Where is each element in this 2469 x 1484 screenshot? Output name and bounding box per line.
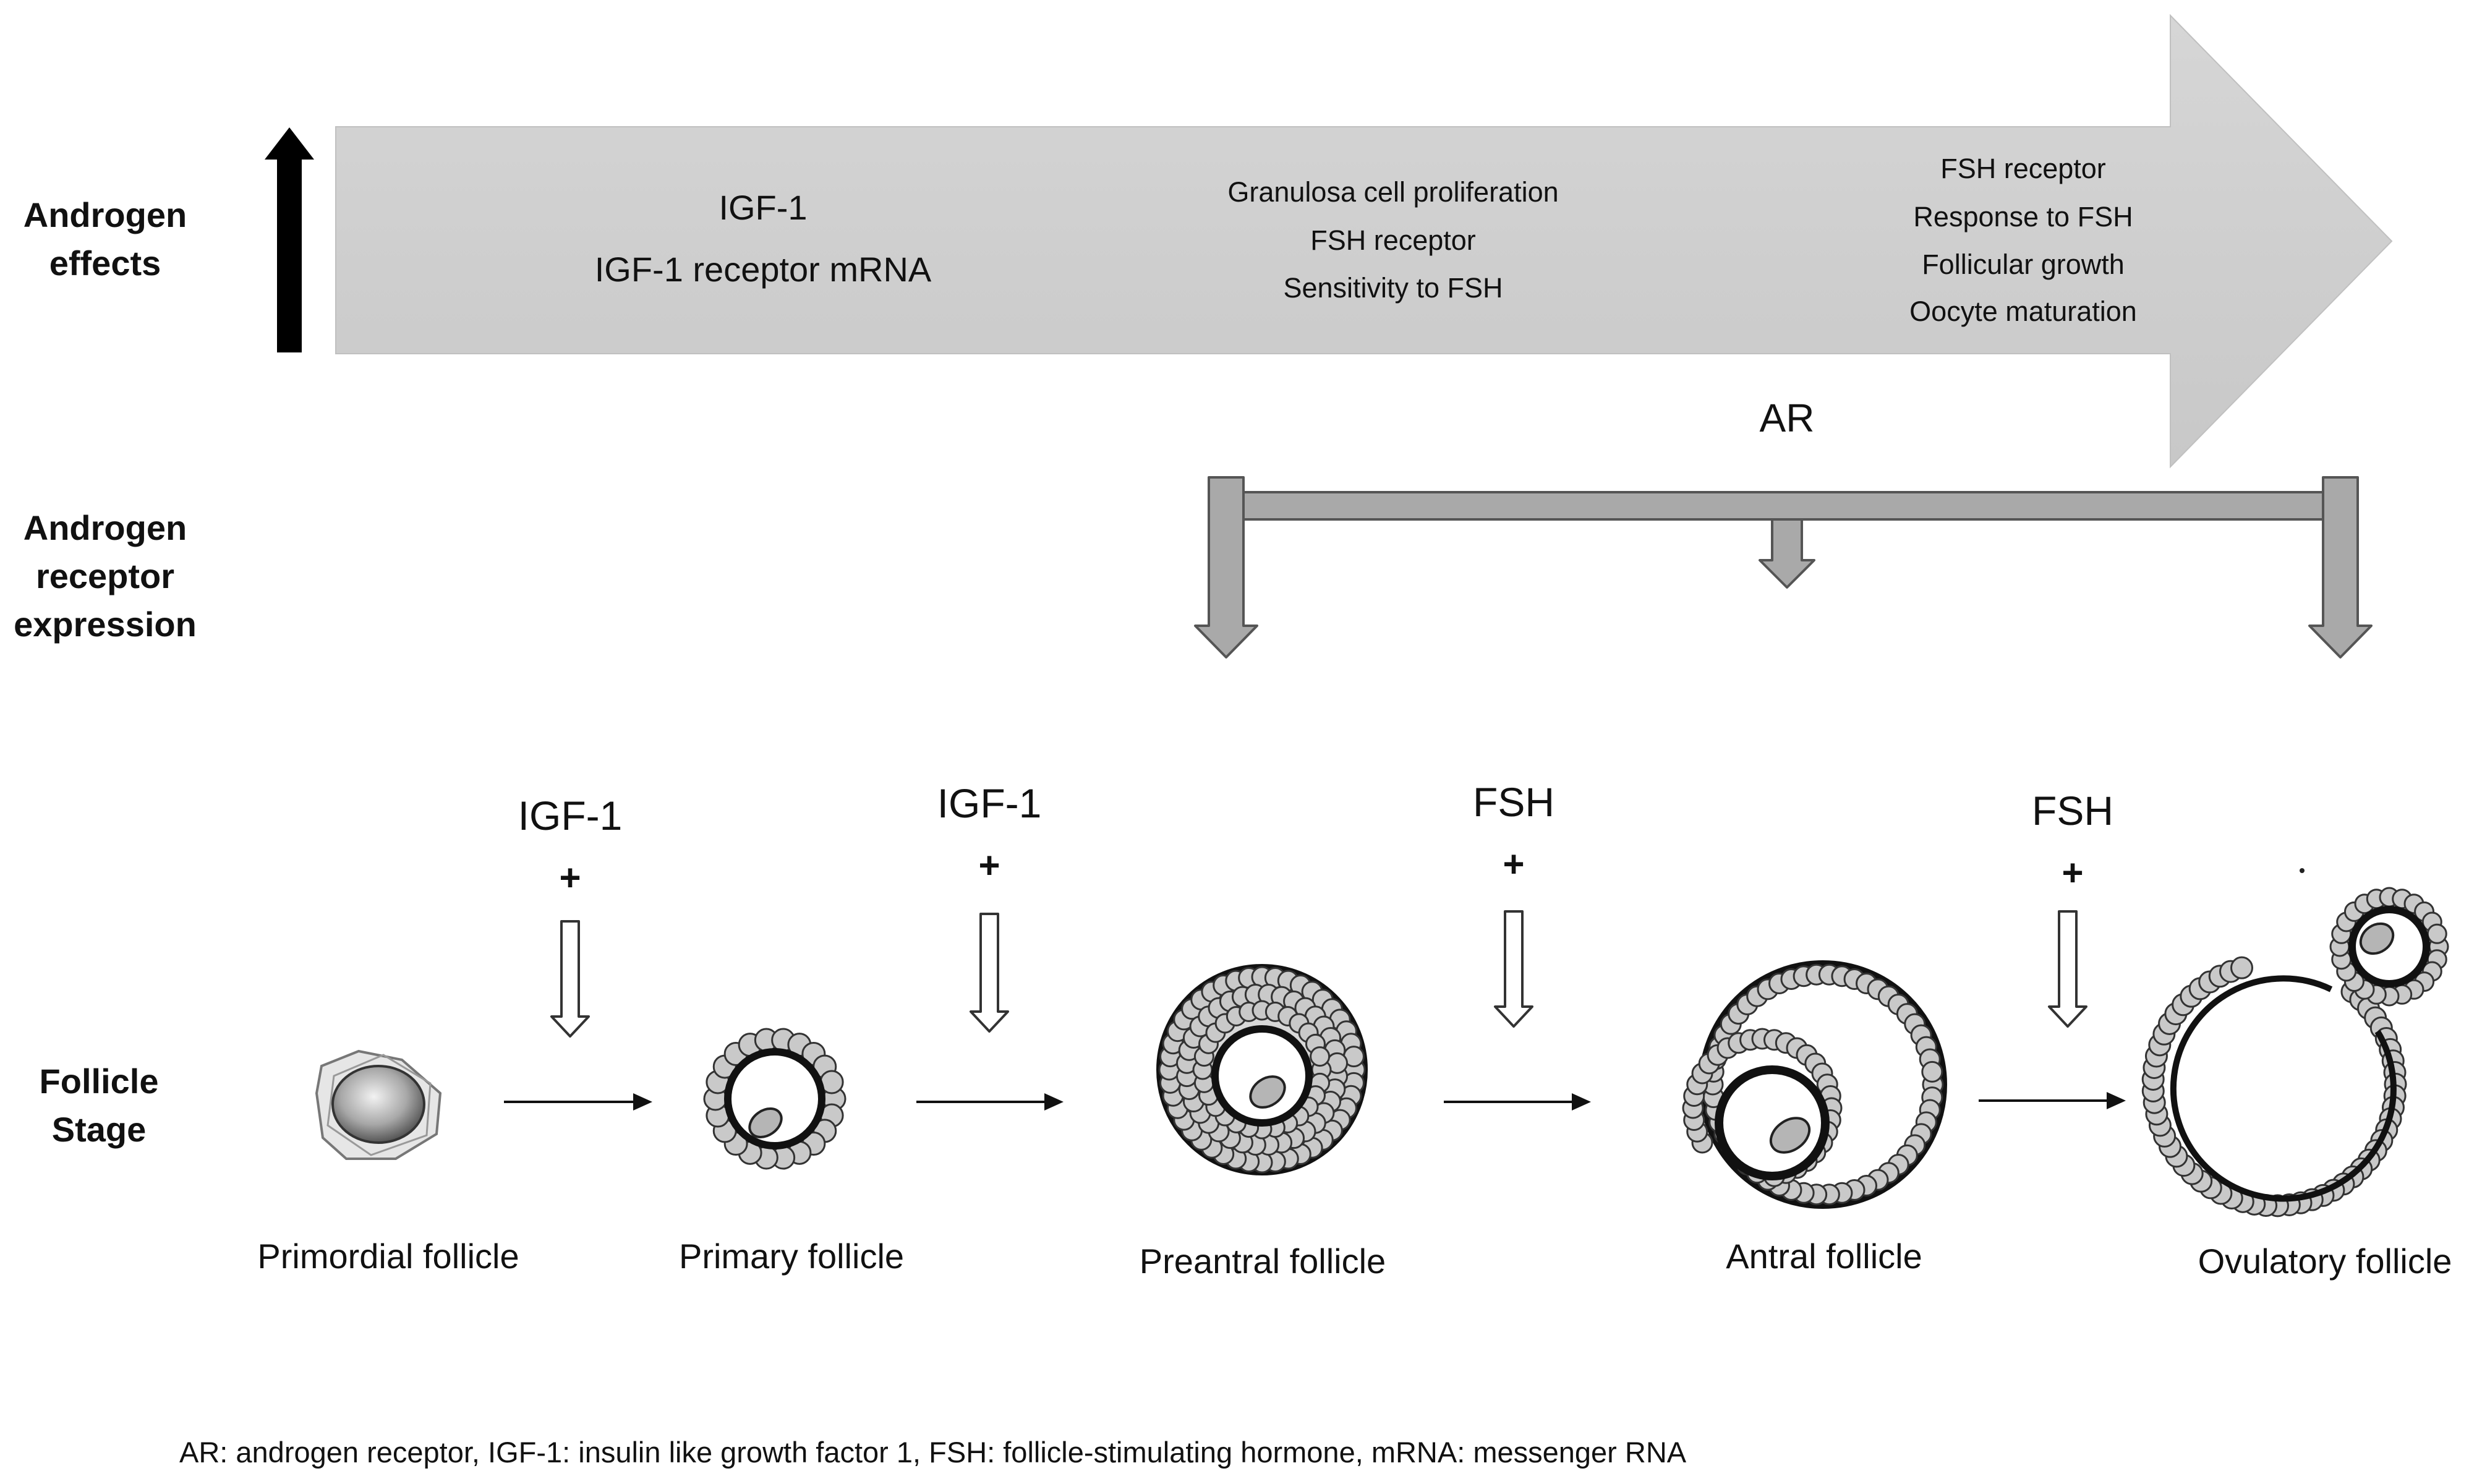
oocyte — [1249, 1075, 1286, 1109]
transition-arrow-2-icon — [916, 1093, 1064, 1111]
transition-sign-3: + — [1503, 843, 1525, 885]
transition-arrow-4-icon — [1979, 1092, 2126, 1109]
effect-response-fsh: Response to FSH — [1913, 201, 2133, 232]
ar-bracket — [1194, 476, 2373, 659]
increase-arrow-icon — [265, 127, 314, 352]
row-label-line: Stage — [51, 1110, 147, 1149]
effect-follicular-growth: Follicular growth — [1922, 249, 2125, 280]
row-label-line: Androgen — [23, 508, 187, 547]
factor-arrow-3-icon — [1494, 910, 1533, 1028]
transition-factor-1: IGF-1 — [518, 793, 623, 838]
oocyte — [748, 1107, 783, 1138]
transition-arrow-3-icon — [1444, 1093, 1591, 1111]
primary-follicle-icon — [703, 1028, 846, 1170]
factor-arrow-2-icon — [970, 913, 1009, 1033]
ruptured-wall — [2170, 975, 2397, 1202]
speck — [2300, 868, 2305, 873]
transition-sign-4: + — [2062, 852, 2084, 893]
row-label-follicle-stage: Follicle Stage — [0, 1057, 198, 1154]
transition-factor-4: FSH — [2032, 788, 2113, 834]
transition-factor-2: IGF-1 — [937, 780, 1042, 826]
effect-fsh-receptor: FSH receptor — [1310, 224, 1476, 256]
transition-sign-1: + — [559, 857, 581, 898]
granulosa-cell — [1310, 1046, 1331, 1067]
oocyte — [2359, 922, 2395, 955]
row-label-line: expression — [14, 605, 197, 644]
progression-arrow — [335, 14, 2393, 469]
footnote: AR: androgen receptor, IGF-1: insulin li… — [179, 1436, 1687, 1469]
row-label-line: effects — [49, 244, 161, 283]
oocyte — [1769, 1117, 1811, 1154]
row-label-line: Follicle — [39, 1062, 159, 1101]
transition-sign-2: + — [978, 845, 1000, 886]
granulosa-cell — [2230, 956, 2254, 979]
row-label-line: receptor — [35, 556, 175, 595]
effect-igf1-receptor-mrna: IGF-1 receptor mRNA — [594, 250, 932, 289]
ovulatory-follicle-icon — [2141, 868, 2449, 1217]
follicle-label-antral: Antral follicle — [1726, 1237, 1922, 1276]
follicle-label-ovulatory: Ovulatory follicle — [2198, 1242, 2452, 1281]
effect-granulosa-proliferation: Granulosa cell proliferation — [1227, 176, 1559, 208]
factor-arrow-4-icon — [2048, 910, 2087, 1028]
ar-arrow-ovulatory-icon — [2308, 476, 2373, 659]
transition-arrow-1-icon — [504, 1093, 652, 1111]
follicle-label-primary: Primary follicle — [678, 1237, 905, 1276]
preantral-follicle-icon — [1156, 964, 1368, 1175]
transition-factor-3: FSH — [1473, 779, 1554, 825]
antral-follicle-icon — [1682, 960, 1947, 1209]
row-label-line: Androgen — [23, 195, 187, 234]
ar-arrow-preantral-icon — [1194, 476, 1258, 659]
row-label-androgen-effects: Androgen effects — [6, 191, 204, 288]
follicle-label-preantral: Preantral follicle — [1139, 1242, 1386, 1281]
effect-fsh-receptor-2: FSH receptor — [1940, 153, 2106, 184]
follicle-label-primordial: Primordial follicle — [257, 1237, 519, 1276]
effect-igf1: IGF-1 — [719, 188, 808, 227]
primordial-follicle-icon — [315, 1049, 442, 1160]
ar-arrow-mid-icon — [1759, 518, 1815, 589]
effect-sensitivity-fsh: Sensitivity to FSH — [1283, 272, 1503, 304]
row-label-receptor-expression: Androgen receptor expression — [6, 504, 204, 649]
effect-oocyte-maturation: Oocyte maturation — [1909, 296, 2137, 327]
granulosa-cell — [2426, 923, 2447, 944]
factor-arrow-1-icon — [550, 920, 590, 1038]
cumulus-cavity — [1715, 1065, 1830, 1180]
follicle-cavity — [1211, 1025, 1313, 1127]
ar-label: AR — [1759, 396, 1815, 440]
granulosa-cell — [1921, 1060, 1943, 1083]
